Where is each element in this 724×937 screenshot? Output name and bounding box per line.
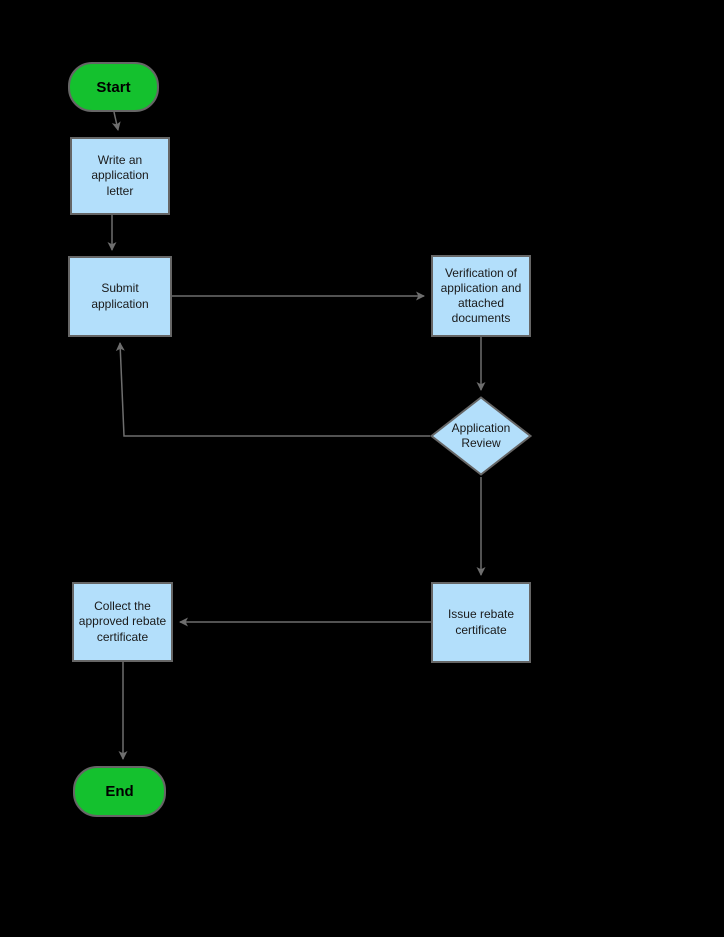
connector-start-to-write [111, 111, 121, 131]
node-write-application-letter[interactable]: Write an application letter [70, 137, 170, 215]
node-collect-approved-rebate-certificate-label: Collect the approved rebate certificate [78, 599, 167, 644]
node-start-label: Start [96, 78, 131, 96]
node-write-application-letter-label: Write an application letter [91, 153, 149, 198]
node-collect-approved-rebate-certificate[interactable]: Collect the approved rebate certificate [72, 582, 173, 662]
node-submit-application[interactable]: Submit application [68, 256, 172, 337]
connector-review-to-submit-feedback [115, 342, 430, 437]
node-end-label: End [105, 783, 134, 800]
node-application-review-label: Application Review [451, 420, 511, 450]
node-application-review-decision[interactable]: Application Review [430, 396, 532, 476]
node-issue-rebate-certificate-label: Issue rebate certificate [447, 607, 515, 637]
node-start[interactable]: Start [68, 62, 159, 112]
node-end[interactable]: End [73, 766, 166, 817]
node-issue-rebate-certificate[interactable]: Issue rebate certificate [431, 582, 531, 663]
node-verification-of-application-label: Verification of application and attached… [440, 265, 522, 326]
node-verification-of-application[interactable]: Verification of application and attached… [431, 255, 531, 337]
node-submit-application-label: Submit application [91, 281, 149, 311]
decision-diamond-shape [430, 396, 532, 476]
